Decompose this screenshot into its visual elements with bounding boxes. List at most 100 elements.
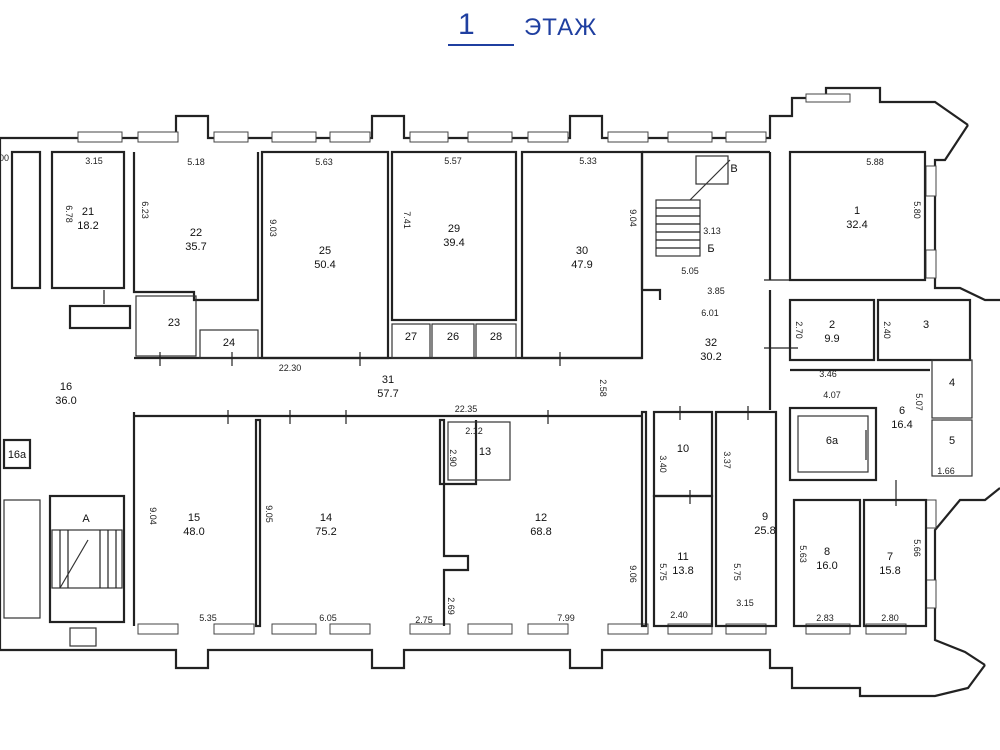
dim-label: 5.75 [658, 563, 668, 581]
dim-label: 2.80 [881, 613, 899, 623]
dim-label: 3.37 [722, 451, 732, 469]
floor-number: 1 [458, 8, 475, 41]
dim-label: 5.18 [187, 157, 205, 167]
dim-label: 5.57 [444, 156, 462, 166]
dim-label: 2.58 [598, 379, 608, 397]
dim-label: 5.63 [798, 545, 808, 563]
room-31-area: 57.7 [377, 388, 398, 400]
room-31: 31 [382, 374, 394, 386]
exterior-walls [0, 86, 1000, 698]
room-21-area: 18.2 [77, 220, 98, 232]
room-25: 25 [319, 245, 331, 257]
dim-label: 9.05 [264, 505, 274, 523]
dim-label: 5.35 [199, 613, 217, 623]
dim-label: 9.03 [268, 219, 278, 237]
room-32-area: 30.2 [700, 351, 721, 363]
room-2: 2 [829, 319, 835, 331]
room-8: 8 [824, 546, 830, 558]
dim-label: 2.75 [415, 615, 433, 625]
interior-walls [2, 150, 973, 647]
bottom-windows [137, 165, 937, 635]
dim-label: 5.33 [579, 156, 597, 166]
room-9-area: 25.8 [754, 525, 775, 537]
room-32: 32 [705, 337, 717, 349]
room-5: 5 [949, 435, 955, 447]
top-windows [77, 93, 851, 143]
room-29-area: 39.4 [443, 237, 464, 249]
dim-label: 2.70 [794, 321, 804, 339]
door-ticks [103, 279, 897, 506]
room-22-area: 35.7 [185, 241, 206, 253]
dim-label: 7.41 [402, 211, 412, 229]
room-25-area: 50.4 [314, 259, 335, 271]
dimension-labels: 00 3.15 5.18 5.63 5.57 5.33 5.88 6.78 6.… [0, 153, 955, 625]
room-12-area: 68.8 [530, 526, 551, 538]
dim-label: 5.80 [912, 201, 922, 219]
dim-label: 3.46 [819, 369, 837, 379]
room-21: 21 [82, 206, 94, 218]
dim-label: 2.69 [446, 597, 456, 615]
room-1-area: 32.4 [846, 219, 867, 231]
dim-label: 2.90 [448, 449, 458, 467]
room-1: 1 [854, 205, 860, 217]
dim-label: 2.40 [882, 321, 892, 339]
room-12: 12 [535, 512, 547, 524]
stair-a: А [82, 513, 90, 525]
room-28: 28 [490, 331, 502, 343]
dim-label: 1.66 [937, 466, 955, 476]
dim-label: 5.88 [866, 157, 884, 167]
room-9: 9 [762, 511, 768, 523]
room-7: 7 [887, 551, 893, 563]
room-15: 15 [188, 512, 200, 524]
room-11-area: 13.8 [672, 565, 693, 577]
dim-label: 2.40 [670, 610, 688, 620]
stair-v: В [730, 163, 737, 175]
room-26: 26 [447, 331, 459, 343]
room-6-area: 16.4 [891, 419, 912, 431]
dim-label: 7.99 [557, 613, 575, 623]
dim-label: 9.06 [628, 565, 638, 583]
room-2-area: 9.9 [824, 333, 839, 345]
room-14: 14 [320, 512, 332, 524]
dim-label: 3.15 [85, 156, 103, 166]
dim-label: 5.07 [914, 393, 924, 411]
dim-label: 9.04 [628, 209, 638, 227]
room-3: 3 [923, 319, 929, 331]
room-15-area: 48.0 [183, 526, 204, 538]
stair-b: Б [707, 243, 714, 255]
room-8-area: 16.0 [816, 560, 837, 572]
dim-label: 6.05 [319, 613, 337, 623]
room-6a: 6а [826, 435, 839, 447]
room-23: 23 [168, 317, 180, 329]
dim-label: 5.75 [732, 563, 742, 581]
floor-word: ЭТАЖ [524, 14, 598, 41]
room-27: 27 [405, 331, 417, 343]
dim-label: 6.01 [701, 308, 719, 318]
dim-label: 3.85 [707, 286, 725, 296]
dim-label: 22.35 [455, 404, 478, 414]
dim-label: 2.12 [465, 426, 483, 436]
room-22: 22 [190, 227, 202, 239]
dim-label: 5.66 [912, 539, 922, 557]
room-6: 6 [899, 405, 905, 417]
floor-number-underline [448, 44, 514, 46]
dim-label: 3.15 [736, 598, 754, 608]
room-11: 11 [677, 551, 688, 563]
dim-label: 3.40 [658, 455, 668, 473]
room-24: 24 [223, 337, 235, 349]
room-16a: 16а [8, 449, 27, 461]
dim-label: 3.13 [703, 226, 721, 236]
room-7-area: 15.8 [879, 565, 900, 577]
room-4: 4 [949, 377, 955, 389]
dim-label: 22.30 [279, 363, 302, 373]
dim-label: 6.78 [64, 205, 74, 223]
dim-label: 6.23 [140, 201, 150, 219]
dim-label: 9.04 [148, 507, 158, 525]
dim-label: 5.05 [681, 266, 699, 276]
dim-label: 2.83 [816, 613, 834, 623]
room-13: 13 [479, 446, 491, 458]
room-30-area: 47.9 [571, 259, 592, 271]
dim-label: 00 [0, 153, 9, 163]
room-30: 30 [576, 245, 588, 257]
